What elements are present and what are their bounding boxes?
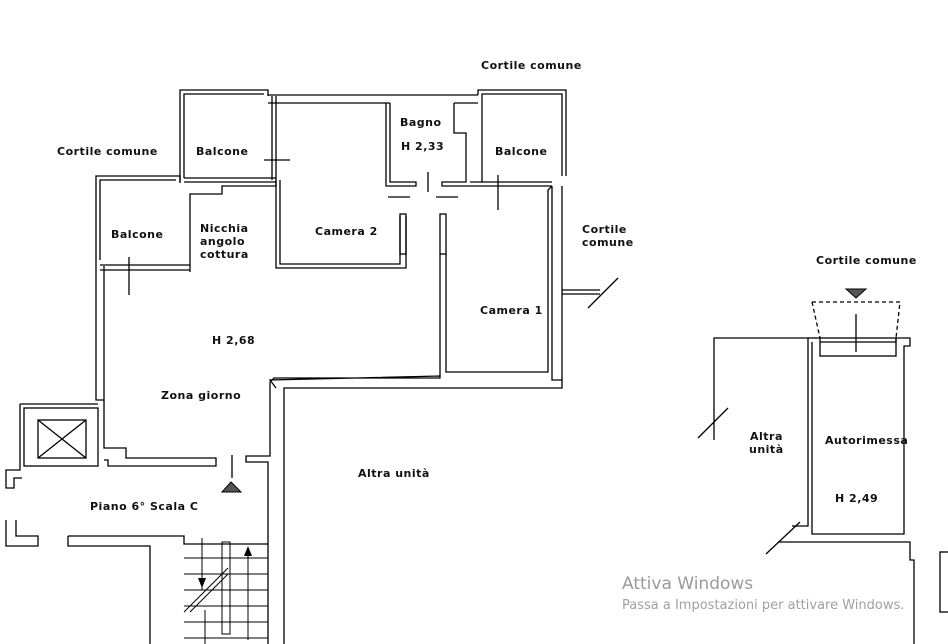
- label-cortile-garage: Cortile comune: [816, 254, 917, 267]
- stair-down-arrow-icon: [198, 578, 206, 588]
- windows-activation-subtitle: Passa a Impostazioni per attivare Window…: [622, 598, 905, 613]
- label-autorimessa: Autorimessa: [825, 434, 908, 447]
- label-garage-height: H 2,49: [835, 492, 878, 505]
- label-camera2: Camera 2: [315, 225, 378, 238]
- label-piano: Piano 6° Scala C: [90, 500, 198, 513]
- camera2-walls: [275, 180, 407, 269]
- living-walls: [95, 180, 563, 644]
- bagno-walls: [385, 103, 470, 198]
- garage-walls: [697, 301, 948, 644]
- landing-walls: [5, 520, 268, 644]
- garage-entrance-arrow-icon: [844, 288, 868, 299]
- label-altra-unita-garage-1: Altra: [750, 430, 783, 443]
- label-altra-unita-garage-2: unità: [749, 443, 784, 456]
- label-camera1: Camera 1: [480, 304, 543, 317]
- top-wall: [268, 94, 478, 104]
- label-nicchia-1: Nicchia: [200, 222, 249, 235]
- label-cortile-right-1: Cortile: [582, 223, 627, 236]
- balcone-right-outline: [470, 89, 567, 210]
- label-balcone-right: Balcone: [495, 145, 547, 158]
- label-zona-giorno: Zona giorno: [161, 389, 241, 402]
- camera1-walls: [439, 185, 619, 381]
- elevator-shaft: [5, 403, 99, 489]
- label-nicchia-2: angolo: [200, 235, 245, 248]
- label-height-main: H 2,68: [212, 334, 255, 347]
- stair-up-arrow-icon: [244, 546, 252, 556]
- label-cortile-top: Cortile comune: [481, 59, 582, 72]
- label-bagno: Bagno: [400, 116, 442, 129]
- label-cortile-left: Cortile comune: [57, 145, 158, 158]
- label-nicchia-3: cottura: [200, 248, 249, 261]
- label-balcone-left: Balcone: [111, 228, 163, 241]
- entrance-arrow-icon: [220, 481, 243, 493]
- label-balcone-top-left: Balcone: [196, 145, 248, 158]
- balcone-top-left-outline: [179, 89, 290, 183]
- label-altra-unita: Altra unità: [358, 467, 430, 480]
- label-cortile-right-2: comune: [582, 236, 634, 249]
- staircase: [183, 538, 268, 644]
- label-bagno-height: H 2,33: [401, 140, 444, 153]
- windows-activation-title: Attiva Windows: [622, 574, 754, 594]
